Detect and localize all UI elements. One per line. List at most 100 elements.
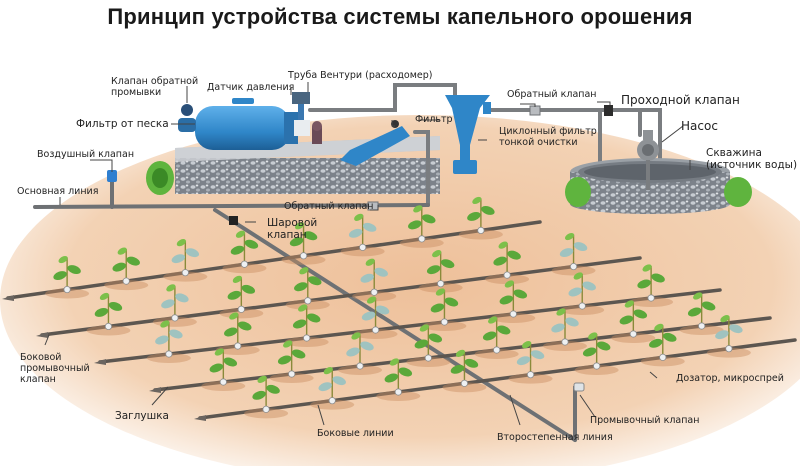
plant-leaf (559, 248, 574, 258)
wet-spot (560, 305, 605, 315)
dripper (509, 310, 517, 318)
plant-leaf (155, 335, 169, 345)
dripper (698, 322, 706, 330)
wet-spot (706, 347, 751, 358)
plant-leaf (346, 347, 360, 357)
dripper (240, 260, 249, 268)
plant-leaf (318, 382, 332, 392)
dripper (304, 297, 312, 305)
plant-leaf (126, 256, 140, 266)
plant-leaf (171, 254, 186, 264)
plant-leaf (720, 315, 730, 323)
wet-spot (543, 341, 587, 351)
plant-leaf (414, 339, 429, 349)
dripper (437, 280, 445, 288)
lateral-line (40, 256, 642, 337)
plant-leaf (472, 196, 482, 205)
plant-leaf (496, 325, 511, 335)
dripper (303, 334, 311, 342)
wet-spot (146, 353, 191, 363)
dripper (122, 277, 130, 285)
plant-leaf (482, 331, 497, 341)
plant-leaf (384, 373, 399, 383)
wet-spot (640, 356, 685, 367)
plant-leaf (530, 350, 545, 360)
flush-valve (573, 382, 585, 392)
plant-leaf (58, 255, 68, 264)
plant-leaf (624, 300, 634, 308)
dripper (165, 350, 173, 358)
plant-leaf (298, 304, 308, 312)
plant-leaf (507, 250, 521, 260)
label-pass-valve: Проходной клапан (621, 93, 740, 107)
label-cyclone-filter: Циклонный фильтр тонкой очистки (499, 126, 597, 148)
plant-leaf (308, 276, 322, 286)
dripper (477, 226, 485, 235)
label-check-valve-bottom: Обратный клапан (284, 201, 374, 212)
wet-spot (352, 291, 397, 302)
label-flush-valve: Промывочный клапан (590, 415, 700, 426)
plant-leaf (169, 329, 183, 339)
plant-leaf (374, 267, 388, 277)
plant-leaf (413, 205, 423, 213)
plant-leaf (504, 280, 514, 288)
end-plug (94, 359, 106, 365)
plant-leaf (161, 299, 175, 309)
plant-leaf (332, 376, 346, 386)
lateral-line (198, 338, 797, 420)
wet-spot (353, 329, 398, 339)
secondary-line-pipe (213, 208, 577, 442)
plant-leaf (521, 341, 532, 349)
wet-spot (45, 288, 90, 299)
wet-spot (418, 282, 463, 293)
plant-leaf (649, 338, 663, 348)
plant-leaf (435, 288, 446, 296)
plant-leaf (229, 312, 239, 320)
plant-leaf (257, 375, 267, 383)
plant-leaf (430, 303, 445, 313)
lateral-line (98, 288, 722, 364)
wet-spot (574, 365, 619, 375)
plant-leaf (651, 273, 665, 283)
plant-leaf (238, 321, 252, 331)
plant-leaf (428, 333, 443, 343)
wet-spot (629, 297, 674, 307)
plant-leaf (176, 239, 186, 247)
plant-leaf (619, 315, 634, 325)
plant-leaf (389, 358, 399, 366)
plant-leaf (565, 317, 579, 327)
wet-spot (215, 345, 260, 355)
sand-filter-tank (178, 98, 298, 150)
plant-leaf (588, 332, 598, 340)
dripper (356, 362, 364, 370)
plant-leaf (573, 242, 588, 252)
wet-spot (284, 337, 329, 347)
end-plug (2, 295, 14, 301)
main-line-pipe (33, 203, 430, 209)
plant-leaf (289, 237, 304, 247)
plant-leaf (422, 214, 436, 224)
plant-leaf (67, 265, 81, 275)
plant-leaf (375, 305, 390, 315)
dripper (394, 388, 402, 396)
wet-spot (201, 381, 246, 391)
dripper (493, 346, 501, 354)
plant-leaf (687, 307, 702, 317)
plant-leaf (299, 267, 309, 275)
label-side-flush-valve: Боковой промывочный клапан (20, 352, 90, 385)
venturi-assembly (292, 92, 322, 144)
lateral-line (6, 220, 542, 300)
dripper (219, 378, 227, 386)
plant-leaf (244, 239, 259, 249)
plant-leaf (513, 289, 528, 299)
plant-leaf (715, 330, 729, 340)
plant-leaf (361, 311, 376, 321)
dripper (424, 354, 432, 362)
plant-leaf (354, 213, 364, 221)
label-dripper: Дозатор, микроспрей (676, 373, 784, 384)
plant-leaf (112, 262, 126, 272)
plant-leaf (235, 230, 246, 238)
wet-spot (508, 373, 553, 384)
dripper (569, 262, 578, 271)
diagram-title: Принцип устройства системы капельного ор… (107, 4, 693, 29)
